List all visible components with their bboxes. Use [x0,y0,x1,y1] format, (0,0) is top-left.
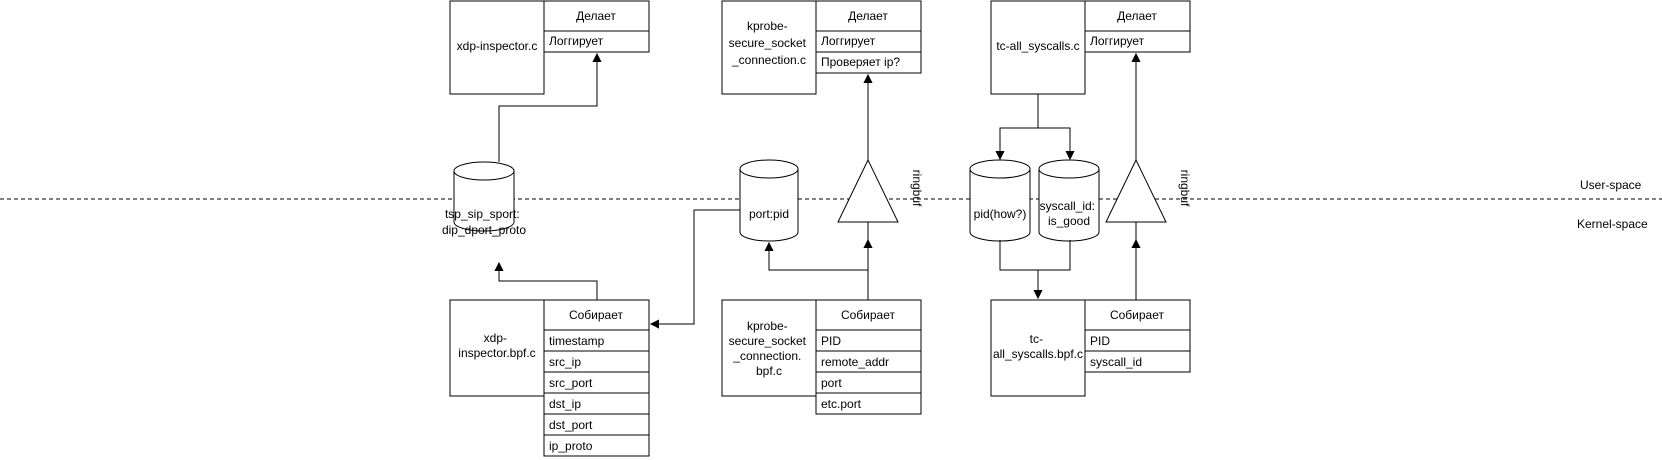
connector-tc-user-to-syscallmap [1038,127,1070,159]
ringbuf-tc: ringbuf [1105,158,1192,223]
user-box-kprobe-header: Делает [848,9,888,23]
connector-portpid-to-xdp-kernel [651,209,740,324]
map-pid-how: pid(how?) [969,159,1031,242]
map-xdp-flows: tsp_sip_sport: dip_dport_proto [442,161,526,237]
map-port-pid-label: port:pid [749,207,789,221]
connector-xdp-kernel-to-map [499,263,598,300]
kernel-box-xdp-title: xdp- inspector.bpf.c [458,331,535,360]
kernel-box-xdp-header: Собирает [569,308,624,322]
ringbuf-tc-label: ringbuf [1178,170,1192,207]
kernel-box-kprobe-header: Собирает [841,308,896,322]
kernel-box-kprobe: kprobe- secure_socket _connection. bpf.c… [721,299,922,415]
user-box-kprobe-title: kprobe- secure_socket _connection.c [729,19,810,67]
kernel-box-tc-title: tc- all_syscalls.bpf.c [993,332,1083,361]
kernel-box-tc-row: syscall_id [1090,355,1142,369]
kernel-box-xdp-row: dst_ip [549,397,581,411]
connector-xdp-map-to-user [498,54,597,162]
user-box-xdp-row: Логгирует [549,34,604,48]
connector-tc-maps-to-kernel [999,240,1071,298]
connector-tc-user-to-pidmap [1000,127,1038,159]
map-xdp-flows-label: tsp_sip_sport: dip_dport_proto [442,207,526,237]
user-box-xdp-header: Делает [576,9,616,23]
user-box-tc-header: Делает [1117,9,1157,23]
kernel-box-xdp-row: timestamp [549,334,605,348]
user-box-tc-row: Логгирует [1090,34,1145,48]
ringbuf-kprobe: ringbuf [837,158,924,223]
user-box-kprobe-row: Проверяет ip? [821,55,900,69]
kernel-box-kprobe-row: PID [821,334,841,348]
kernel-box-xdp-row: src_ip [549,355,581,369]
kernel-box-xdp-row: dst_port [549,418,593,432]
kernel-box-kprobe-title: kprobe- secure_socket _connection. bpf.c [729,319,810,378]
user-box-kprobe-row: Логгирует [821,34,876,48]
kernel-box-xdp: xdp- inspector.bpf.c Собирает timestamp … [449,299,650,457]
kernel-box-kprobe-row: remote_addr [821,355,889,369]
kernel-box-kprobe-row: port [821,376,842,390]
map-syscall-good: syscall_id: is_good [1038,159,1100,242]
map-port-pid: port:pid [739,159,799,242]
user-box-xdp-title: xdp-inspector.c [457,39,538,53]
kernel-space-label: Kernel-space [1577,217,1648,231]
user-space-label: User-space [1580,178,1642,192]
map-pid-how-label: pid(how?) [974,207,1027,221]
user-box-tc-title: tc-all_syscalls.c [996,39,1079,53]
user-box-tc: tc-all_syscalls.c Делает Логгирует [990,0,1191,95]
kernel-box-xdp-row: src_port [549,376,593,390]
kernel-box-xdp-row: ip_proto [549,439,593,453]
user-box-xdp: xdp-inspector.c Делает Логгирует [449,0,650,95]
connector-kprobe-kernel-to-map [769,243,868,271]
user-box-kprobe: kprobe- secure_socket _connection.c Дела… [721,0,922,95]
kernel-box-tc-row: PID [1090,334,1110,348]
kernel-box-tc-header: Собирает [1110,308,1165,322]
map-syscall-good-label: syscall_id: is_good [1040,199,1099,228]
kernel-box-kprobe-row: etc.port [821,397,862,411]
kernel-box-tc: tc- all_syscalls.bpf.c Собирает PID sysc… [990,299,1191,397]
ringbuf-kprobe-label: ringbuf [910,170,924,207]
